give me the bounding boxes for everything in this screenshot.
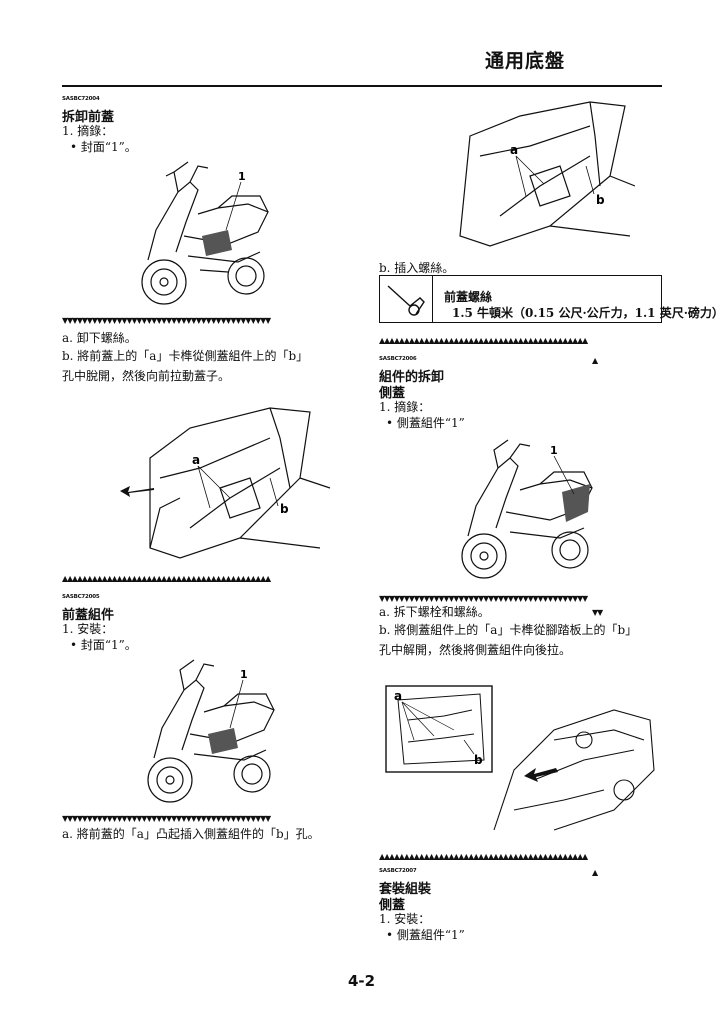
section-subtitle: 側蓋 — [379, 898, 406, 913]
torque-wrench-icon — [380, 276, 433, 322]
sub-step-a: a. 將前蓋的「a」凸起插入側蓋組件的「b」孔。 — [62, 827, 320, 841]
short-marks: ▼▼ — [592, 608, 603, 617]
label-a: a — [510, 143, 518, 157]
label-a: a — [192, 453, 200, 467]
section-code: SASBC72007 — [379, 868, 417, 874]
sub-step-b: b. 將側蓋組件上的「a」卡榫從腳踏板上的「b」 — [379, 623, 638, 637]
sub-step-b-cont: 孔中解開，然後將側蓋組件向後拉。 — [379, 643, 572, 657]
section-code: SASBC72006 — [379, 356, 417, 362]
scooter-side-cover-figure: 1 — [450, 432, 600, 584]
label-b: b — [280, 502, 289, 516]
torque-spec-box: 前蓋螺絲 1.5 牛頓米（0.15 公尺·公斤力，1.1 英尺·磅力） — [379, 275, 724, 323]
callout-1: 1 — [238, 170, 246, 183]
end-marks: ▲▲▲▲▲▲▲▲▲▲▲▲▲▲▲▲▲▲▲▲▲▲▲▲▲▲▲▲▲▲▲▲▲▲▲▲▲▲▲▲… — [379, 852, 588, 861]
step-item: • 側蓋組件“1” — [386, 928, 465, 942]
front-cover-detail-figure: a b — [120, 398, 335, 568]
section-title: 組件的拆卸 — [379, 370, 445, 385]
label-b: b — [596, 193, 605, 207]
section-subtitle: 側蓋 — [379, 386, 406, 401]
page-header-title: 通用底盤 — [484, 50, 565, 72]
step-text: 1. 安裝： — [62, 622, 114, 636]
step-text: 1. 摘錄： — [379, 400, 431, 414]
label-b: b — [474, 753, 483, 767]
header-rule — [62, 85, 662, 87]
end-marks: ▲▲▲▲▲▲▲▲▲▲▲▲▲▲▲▲▲▲▲▲▲▲▲▲▲▲▲▲▲▲▲▲▲▲▲▲▲▲▲▲… — [62, 574, 271, 583]
page-number: 4-2 — [348, 972, 376, 990]
sub-step-b-cont: 孔中脫開，然後向前拉動蓋子。 — [62, 369, 231, 383]
single-mark: ▲ — [592, 356, 598, 365]
sub-step-a: a. 卸下螺絲。 — [62, 331, 137, 345]
section-title: 拆卸前蓋 — [62, 110, 115, 125]
section-title: 前蓋組件 — [62, 608, 115, 623]
step-text: 1. 安裝： — [379, 912, 431, 926]
scooter-front-cover-figure: 1 — [128, 152, 278, 310]
label-a: a — [394, 689, 402, 703]
callout-1: 1 — [550, 444, 558, 457]
side-cover-detail-figure: a b — [384, 680, 660, 836]
step-text: 1. 摘錄： — [62, 124, 114, 138]
spec-title: 前蓋螺絲 — [444, 290, 493, 304]
sub-step-a: a. 拆下螺栓和螺絲。 — [379, 605, 490, 619]
start-marks: ▼▼▼▼▼▼▼▼▼▼▼▼▼▼▼▼▼▼▼▼▼▼▼▼▼▼▼▼▼▼▼▼▼▼▼▼▼▼▼▼… — [379, 594, 588, 603]
end-marks: ▲▲▲▲▲▲▲▲▲▲▲▲▲▲▲▲▲▲▲▲▲▲▲▲▲▲▲▲▲▲▲▲▲▲▲▲▲▲▲▲… — [379, 336, 588, 345]
callout-1: 1 — [240, 668, 248, 681]
start-marks: ▼▼▼▼▼▼▼▼▼▼▼▼▼▼▼▼▼▼▼▼▼▼▼▼▼▼▼▼▼▼▼▼▼▼▼▼▼▼▼▼… — [62, 316, 271, 325]
section-code: SASBC72005 — [62, 594, 100, 600]
step-item: • 封面“1”。 — [70, 140, 137, 154]
section-code: SASBC72004 — [62, 96, 100, 102]
sub-step-b: b. 插入螺絲。 — [379, 261, 455, 275]
start-marks: ▼▼▼▼▼▼▼▼▼▼▼▼▼▼▼▼▼▼▼▼▼▼▼▼▼▼▼▼▼▼▼▼▼▼▼▼▼▼▼▼… — [62, 814, 271, 823]
scooter-install-figure: 1 — [134, 650, 284, 808]
step-item: • 封面“1”。 — [70, 638, 137, 652]
step-item: • 側蓋組件“1” — [386, 416, 465, 430]
section-title: 套裝組裝 — [379, 882, 432, 897]
front-cover-install-detail-figure: a b — [440, 96, 635, 256]
single-mark: ▲ — [592, 868, 598, 877]
sub-step-b: b. 將前蓋上的「a」卡榫從側蓋組件上的「b」 — [62, 349, 309, 363]
spec-value: 1.5 牛頓米（0.15 公尺·公斤力，1.1 英尺·磅力） — [452, 306, 724, 320]
